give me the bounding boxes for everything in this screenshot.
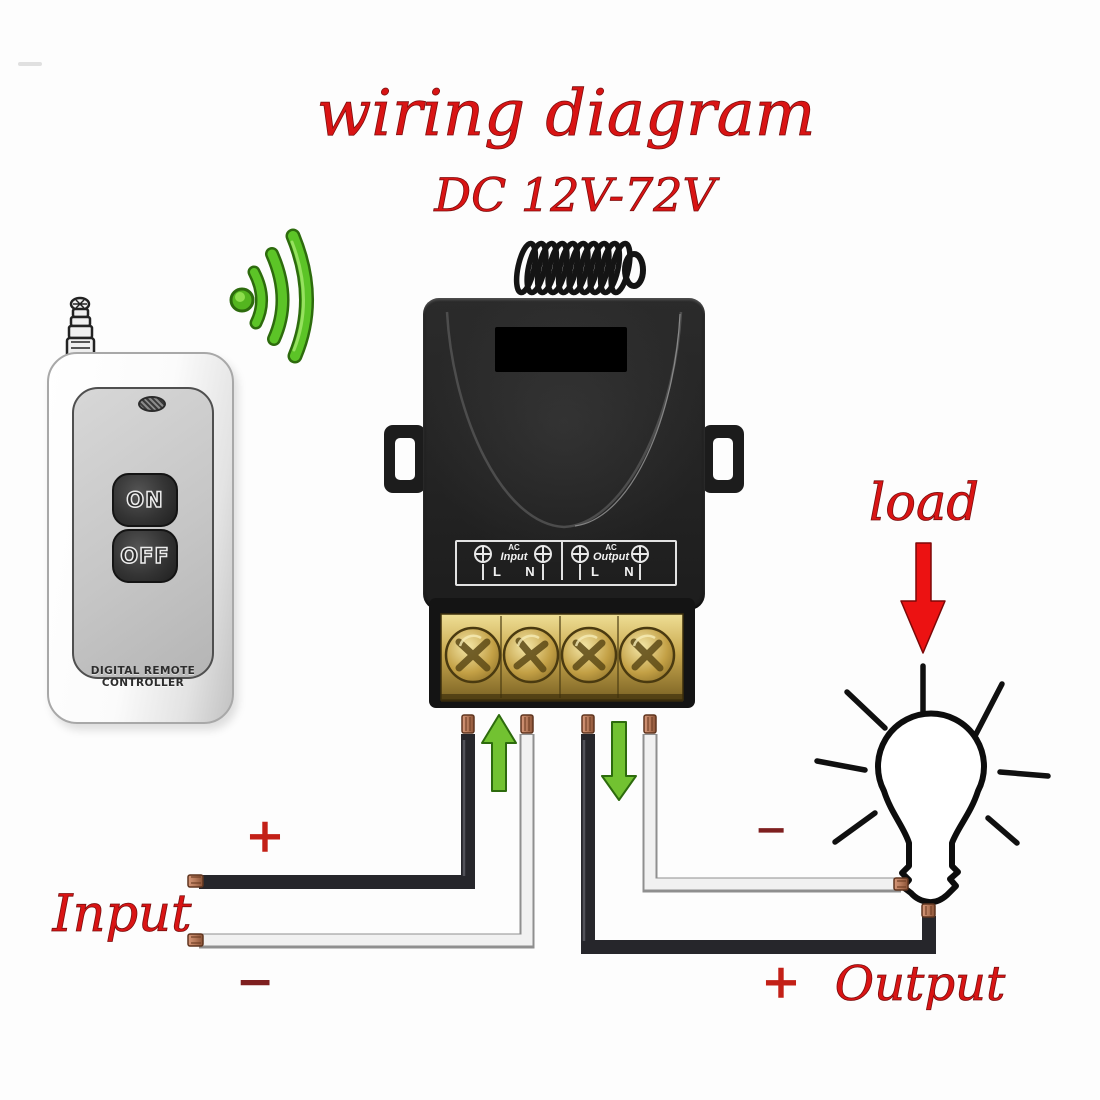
case-seam-curve [445,311,683,529]
input-label: Input [52,885,192,944]
on-button: ON [112,473,178,527]
input-minus-sign: − [235,954,275,1008]
stray-mark [18,62,42,66]
output-neutral-wire [642,734,901,893]
remote-brand-text: DIGITAL REMOTE CONTROLLER [74,665,212,689]
input-live-wire [199,734,475,889]
output-minus-sign: − [754,806,788,853]
mounting-hole-right [713,438,733,480]
light-bulb-icon [814,663,1051,906]
ac-input-label: AC Input [500,543,528,563]
output-label: Output [834,956,1006,1012]
wire-tips [187,714,936,947]
brand-line-1: DIGITAL REMOTE [90,665,196,677]
wifi-signal-icon [229,228,314,364]
down-arrow-icon [601,721,637,801]
load-label: load [868,474,980,533]
mounting-ear-left [384,425,426,493]
output-live-wire [581,734,936,954]
mounting-hole-left [395,438,415,480]
terminal-l-output: L [591,564,599,579]
strip-divider [542,564,544,580]
mounting-ear-right [702,425,744,493]
remote-front-panel: ON OFF DIGITAL REMOTE CONTROLLER [72,387,214,689]
load-arrow-icon [900,542,946,654]
strip-divider [639,564,641,580]
terminal-block [429,598,695,708]
terminal-n-input: N [525,564,535,579]
input-neutral-wire [199,734,535,949]
spring-antenna-icon [513,240,646,296]
rf-receiver-relay: AC Input AC Output L N L N [423,298,705,610]
terminal-n-output: N [624,564,634,579]
remote-controller: ON OFF DIGITAL REMOTE CONTROLLER [47,352,234,724]
screw-marks [474,545,649,563]
terminal-l-input: L [493,564,501,579]
brand-line-2: CONTROLLER [101,677,185,690]
off-button: OFF [112,529,178,583]
voltage-subtitle: DC 12V-72V [434,168,716,222]
up-arrow-icon [481,714,517,792]
terminal-strip-label: AC Input AC Output L N L N [455,540,677,586]
status-display [495,327,627,372]
transmit-led-indicator [138,396,166,412]
telescopic-antenna-icon [65,296,96,360]
input-plus-sign: + [244,808,286,864]
output-plus-sign: + [760,954,802,1010]
strip-divider [482,564,484,580]
strip-divider [561,542,563,580]
ac-output-label: AC Output [592,543,630,563]
page-title: wiring diagram [316,77,816,151]
strip-divider [579,564,581,580]
